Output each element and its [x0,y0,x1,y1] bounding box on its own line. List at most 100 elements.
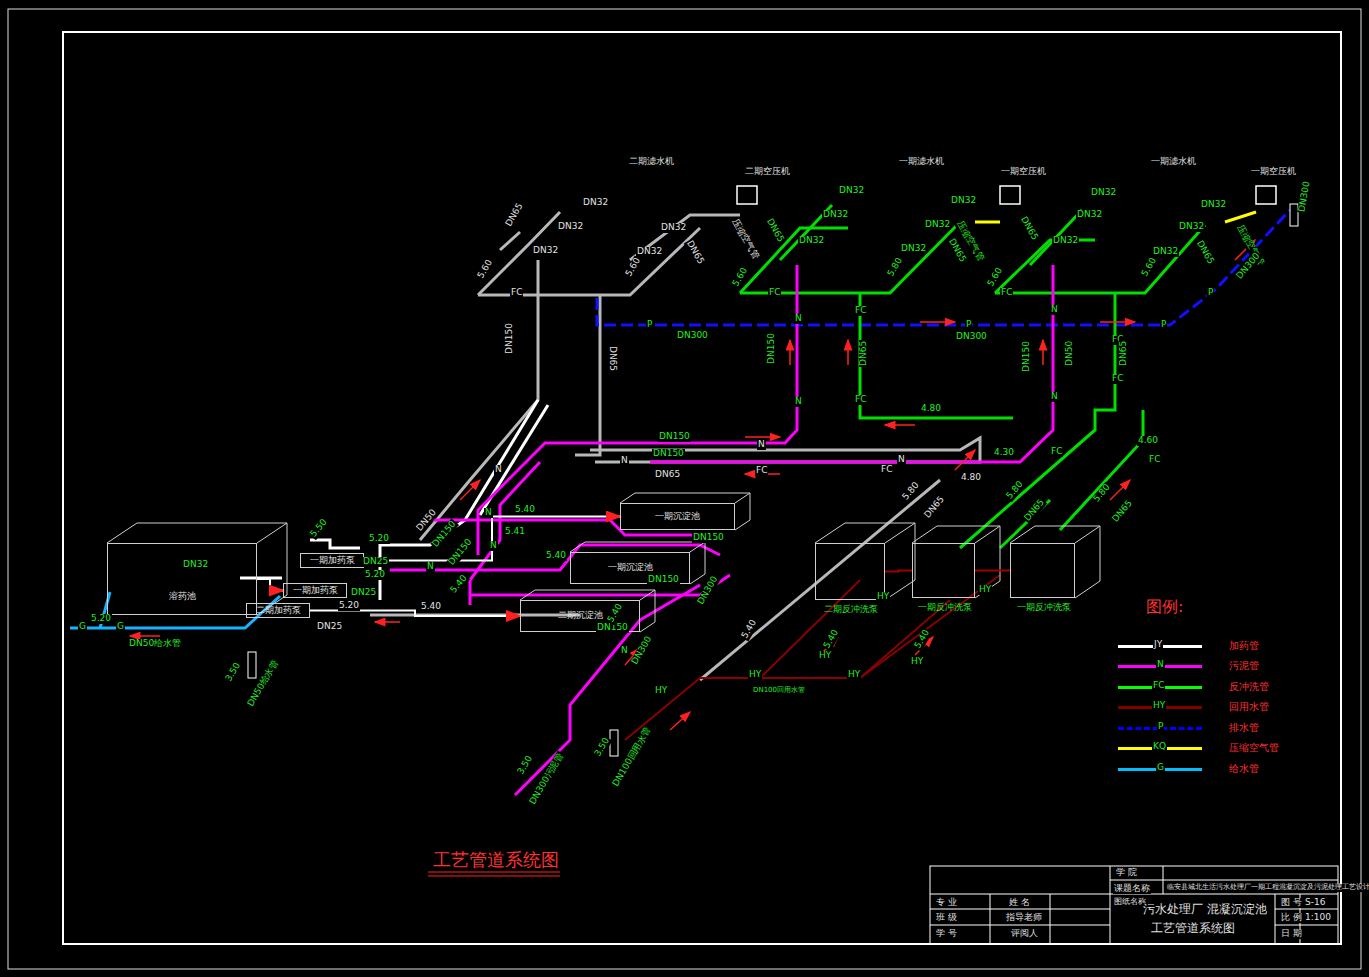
pipe-annotation: N [426,562,435,572]
title-block-cell: 学 号 [935,929,958,939]
pipe-annotation: DN65 [1194,238,1216,266]
pipe-connector [257,579,283,591]
title-block-cell: 课题名称 [1113,884,1151,894]
title-block-cell: 评阅人 [1010,929,1039,939]
pipe-annotation: DN300 [676,331,709,341]
pipe-annotation: FC [1000,288,1013,298]
pipe-annotation: DN65 [1018,214,1040,242]
pipe-annotation: FC [854,395,867,405]
title-block-cell: 比 例 [1280,913,1303,923]
pipe-annotation: N [794,314,803,324]
pipe-connector [364,517,620,561]
pipe-annotation: N [620,456,629,466]
pipe-annotation: DN300 [630,634,655,667]
equipment-box: 二期反冲洗泵 [815,543,885,600]
pipe-annotation: DN300 [1297,180,1312,214]
pipe-annotation: 5.60 [1140,255,1160,279]
pipe-annotation: DN300 [696,574,721,607]
legend-title: 图例: [1145,598,1184,616]
pipe-annotation: DN50 [1065,340,1075,367]
pipe-annotation: DN25 [350,588,377,598]
pipe-annotation: DN32 [822,210,849,220]
pipe-annotation: DN65 [764,216,786,244]
equipment-label: 二期加药泵 [256,606,301,616]
pipe-annotation: DN65 [1119,340,1129,367]
pipe-code: N [1156,660,1165,670]
pipe-annotation: DN150 [1022,340,1032,373]
legend-text: 回用水管 [1228,701,1270,712]
title-block-cell: 图 号 [1280,898,1303,908]
pipe-annotation: 5.50 [308,517,330,540]
pipe-annotation: DN150 [505,322,515,355]
equipment-box: 一期反冲洗泵 [1010,543,1075,598]
pipe-annotation: HY [818,651,832,661]
title-block-cell: 临安县城北生活污水处理厂一期工程混凝沉淀及污泥处理工艺设计 [1166,884,1369,892]
pipe-annotation: P [965,320,972,330]
equipment-box: 二期加药泵 [246,603,310,618]
pipe-annotation: DN65 [654,470,681,480]
pipe-annotation: N [620,646,629,656]
pipe-annotation: N [897,455,906,465]
pipe-annotation: FC [1050,447,1063,457]
pipe-annotation: 5.40 [606,601,626,625]
pipe-annotation: 4.30 [993,448,1015,458]
pipe-annotation: DN150 [647,575,680,585]
pipe-annotation: 5.20 [364,570,386,580]
pipe-annotation: DN32 [557,222,584,232]
pipe-annotation: FC [768,288,781,298]
pipe-annotation: 5.40 [514,505,536,515]
pipe-annotation: DN150 [652,449,685,459]
pipe-annotation: FC [1148,455,1161,465]
pipe-connector [975,570,1010,572]
pipe-annotation: DN65 [607,345,617,372]
equipment-label: 一期沉淀池 [608,563,653,573]
pipe-annotation: HY [748,670,762,680]
legend-text: 污泥管 [1228,660,1260,671]
pipe-annotation: FC [880,465,893,475]
pipe-annotation: DN65 [1022,497,1047,524]
pipe-annotation: DN32 [182,560,209,570]
pipe-annotation: DN32 [900,244,927,254]
title-block-cell: 1:100 [1304,913,1332,923]
pipe-annotation: 5.60 [476,257,496,281]
pipe-annotation: DN32 [838,186,865,196]
pipe-annotation: P [1207,288,1214,298]
pipe-annotation: DN300 [955,332,988,342]
pipe-annotation: DN32 [532,246,559,256]
title-block-cell: 污水处理厂 混凝沉淀池 [1142,903,1268,916]
pipe-annotation: DN32 [582,198,609,208]
equipment-box: 一期反冲洗泵 [912,543,975,598]
equipment-label: 一期加药泵 [310,556,355,566]
pipe-annotation: 5.41 [504,527,526,537]
pipe-annotation: N [494,465,503,475]
legend-text: 排水管 [1228,722,1260,733]
pipe-annotation: DN150 [767,332,777,365]
equipment-label: 二期沉淀池 [558,611,603,621]
pipe-annotation: 一期滤水机 [1150,157,1197,167]
pipe-annotation: DN32 [950,196,977,206]
pipe-annotation: FC [755,466,768,476]
equipment-label: 一期反冲洗泵 [1017,603,1071,613]
pipe-annotation: N [484,508,493,518]
pipe-annotation: P [1160,320,1167,330]
pipe-annotation: 5.40 [420,602,442,612]
pipe-annotation: 3.50 [593,735,613,759]
pipe-annotation: 5.40 [740,617,760,641]
pipe-annotation: HY [654,686,668,696]
equipment-label: 二期反冲洗泵 [824,605,878,615]
pipe-annotation: 4.60 [1137,436,1159,446]
equipment-box: 一期加药泵 [283,583,347,598]
pipe-annotation: 5.60 [624,255,644,279]
pipe-annotation: 4.80 [920,404,942,414]
pipe-code: FC [1152,681,1165,691]
pipe-annotation: DN32 [798,236,825,246]
pipe-annotation: DN65 [684,238,706,266]
pipe-annotation: 二期空压机 [744,167,791,177]
pipe-annotation: G [116,622,125,632]
legend-text: 反冲洗管 [1228,681,1270,692]
title-block-cell: S-16 [1304,898,1326,908]
pipe-annotation: DN65 [504,201,526,229]
